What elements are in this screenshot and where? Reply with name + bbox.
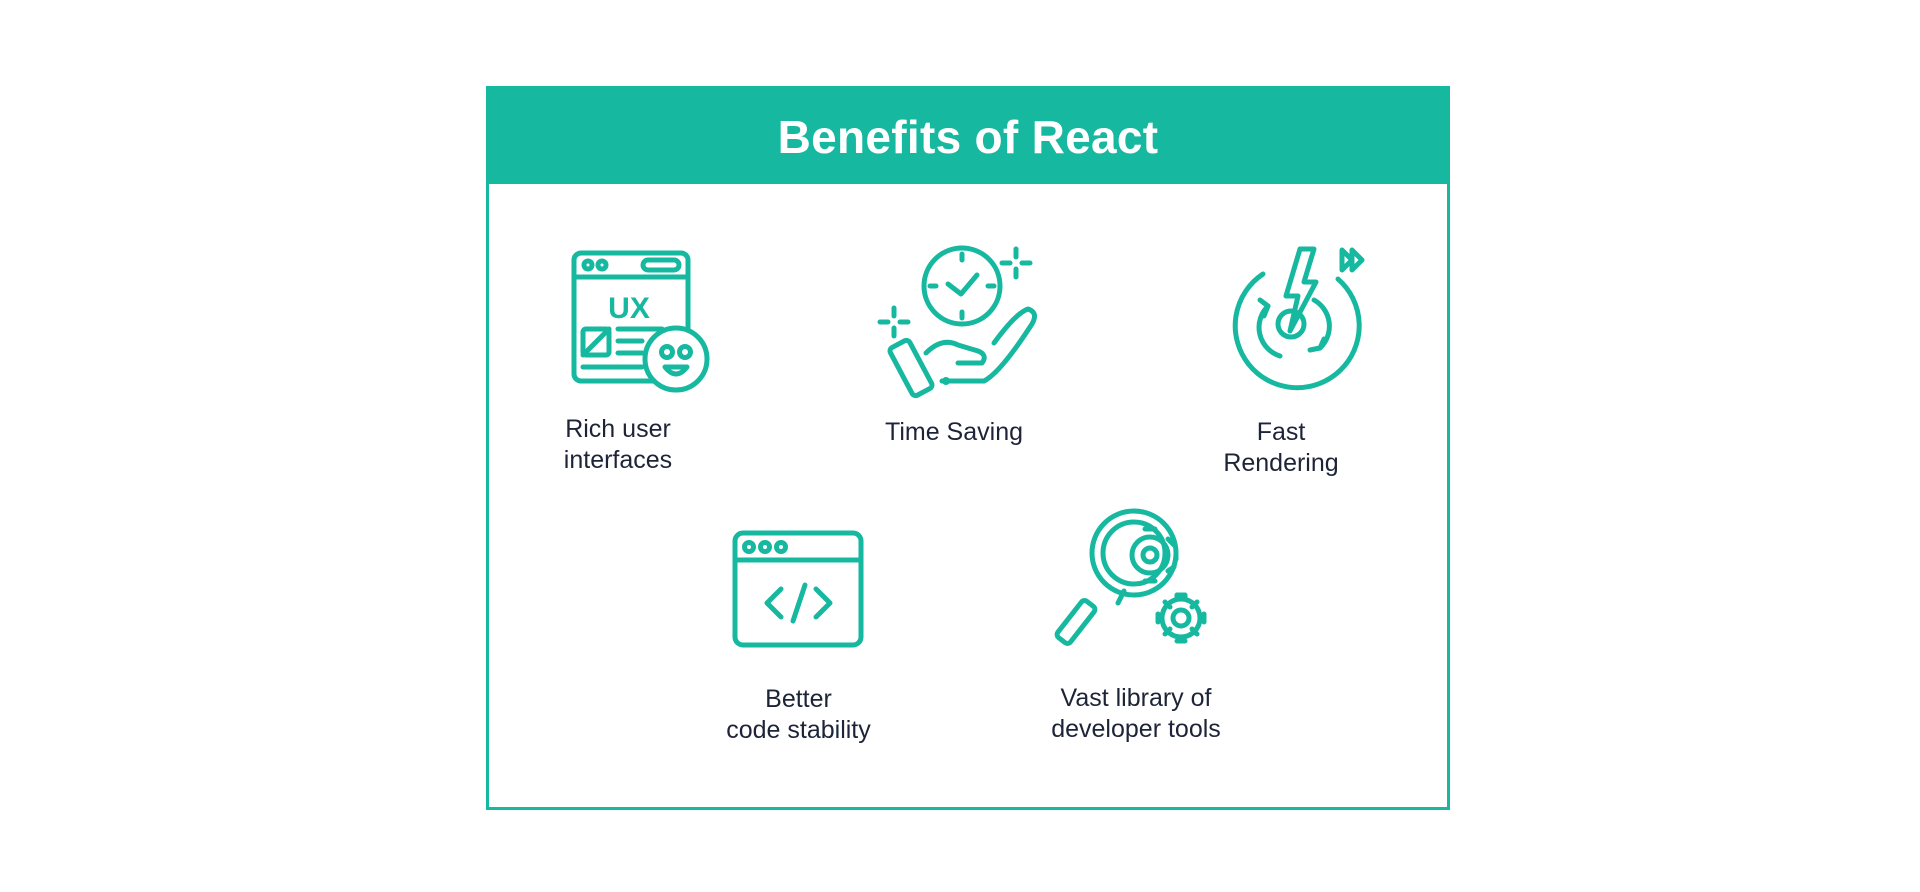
code-window-icon <box>731 529 866 649</box>
benefit-label-dev-tools: Vast library of developer tools <box>1041 683 1231 745</box>
label-line: code stability <box>726 716 871 744</box>
label-line: interfaces <box>563 446 673 474</box>
label-line: Rendering <box>1223 449 1339 477</box>
label-line: Rich user <box>565 415 671 443</box>
label-line: developer tools <box>1051 715 1221 743</box>
label-line: Fast <box>1256 418 1306 446</box>
ux-icon-text: UX <box>608 292 650 325</box>
label-line: Better <box>765 685 832 713</box>
benefit-label-code-stability: Better code stability <box>711 684 886 746</box>
label-line: Time Saving <box>884 418 1023 446</box>
lightning-speed-icon <box>1228 244 1378 394</box>
page-title: Benefits of React <box>777 110 1159 163</box>
benefit-label-fast-rendering: Fast Rendering <box>1201 417 1361 479</box>
title-banner: Benefits of React <box>489 89 1447 184</box>
benefit-label-rich-ui: Rich user interfaces <box>548 414 688 476</box>
ux-window-smiley-icon: UX <box>570 249 720 399</box>
clock-hand-icon <box>877 241 1044 401</box>
benefit-label-time-saving: Time Saving <box>869 417 1039 448</box>
magnifier-gears-icon <box>1054 508 1222 669</box>
benefits-card: Benefits of React UX Rich user interface… <box>486 86 1450 810</box>
label-line: Vast library of <box>1060 684 1212 712</box>
